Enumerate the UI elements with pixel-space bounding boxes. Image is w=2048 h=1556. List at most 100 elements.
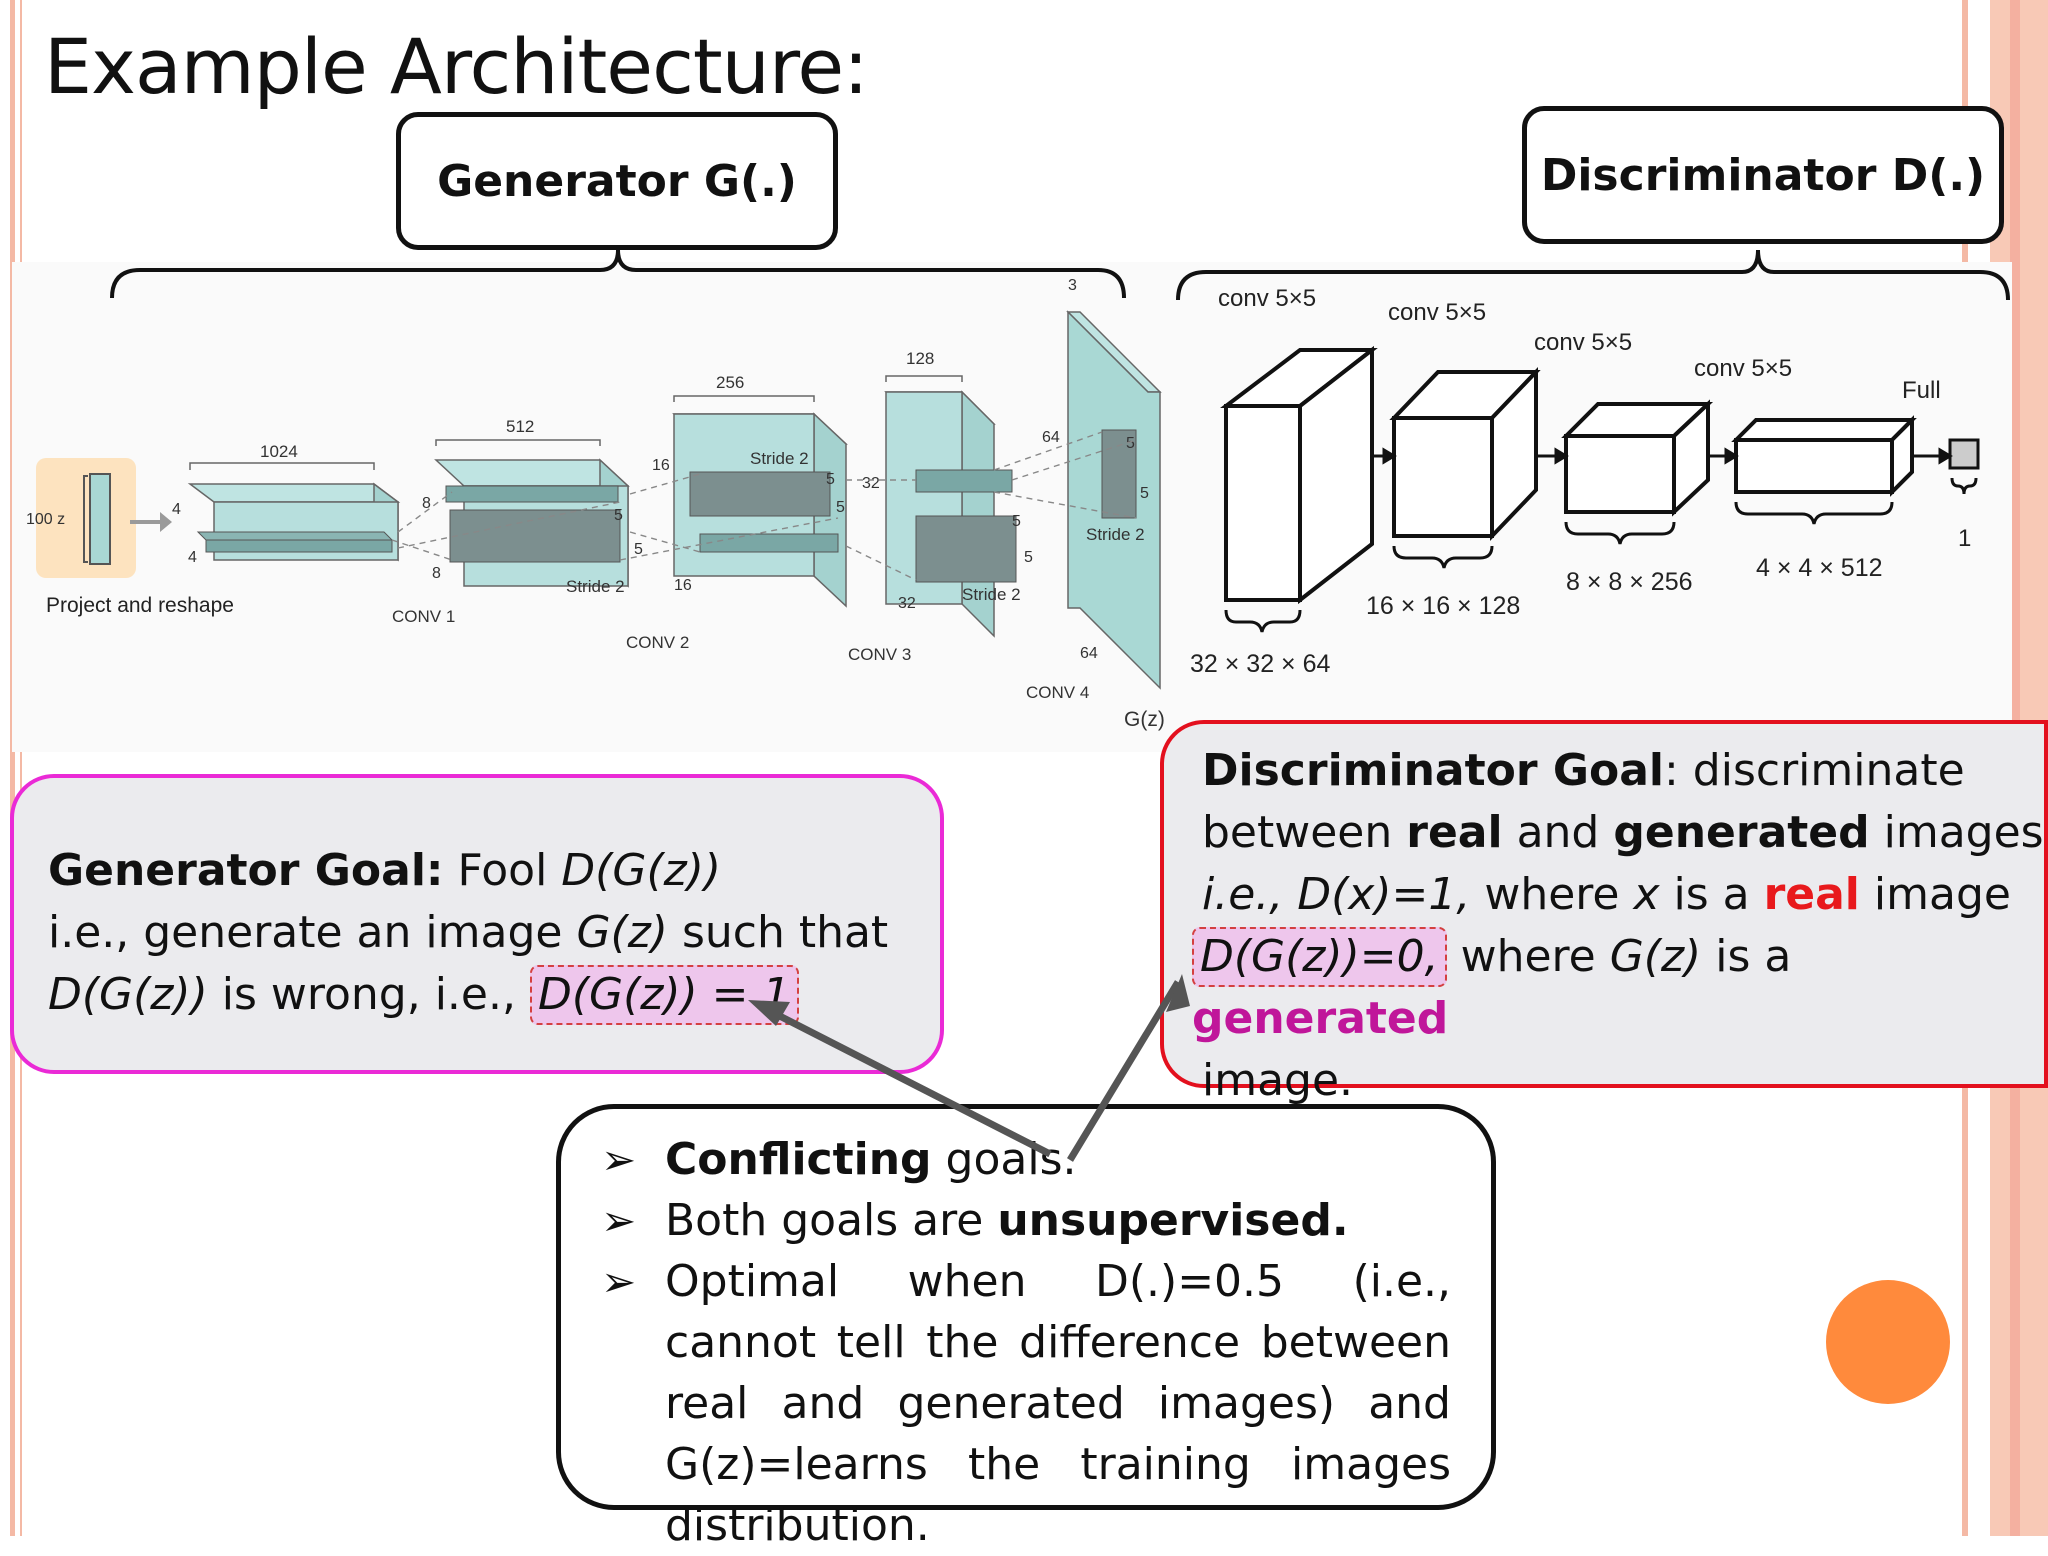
c1-a: 4 — [172, 501, 181, 518]
out-b: 64 — [1080, 645, 1098, 662]
disc-block-3 — [1561, 399, 1714, 517]
disc-arrows — [1372, 447, 1953, 465]
left-stripe — [10, 0, 15, 1536]
c3-k1: 5 — [826, 471, 835, 488]
disc-goal-line2: between real and generated images — [1202, 802, 2044, 864]
disc-goal-heading: Discriminator Goal — [1202, 745, 1664, 796]
gen-goal-text: Fool — [443, 845, 562, 896]
c4-a: 32 — [862, 475, 880, 492]
disc-full-label: Full — [1902, 377, 1941, 404]
disc-goal-line3: i.e., D(x)=1, where x is a real image — [1202, 864, 2044, 926]
gen-goal-heading: Generator Goal: — [48, 845, 444, 896]
discriminator-brace — [1176, 249, 2010, 301]
disc-goal-text: between — [1202, 807, 1407, 858]
conv1-label: CONV 1 — [392, 607, 455, 626]
conv4-label: CONV 4 — [1026, 683, 1089, 702]
disc-goal-generated: generated — [1192, 993, 1449, 1044]
bullet-3-text: Optimal when D(.)=0.5 (i.e., cannot tell… — [665, 1256, 1451, 1551]
conv3-block — [672, 412, 848, 608]
disc-goal-line4: D(G(z))=0, where G(z) is a generated — [1192, 926, 2044, 1050]
out-k1: 5 — [1126, 435, 1135, 452]
bullet-1: ➢ Conflicting goals. — [601, 1129, 1451, 1190]
disc-goal-text: is a — [1659, 869, 1764, 920]
conv1-block — [187, 482, 401, 562]
disc-goal-text: is a — [1701, 931, 1792, 982]
out-k2: 5 — [1140, 485, 1149, 502]
c4-b: 32 — [898, 595, 916, 612]
generator-brace — [110, 249, 1126, 299]
c1-b: 4 — [188, 549, 197, 566]
conv4-block — [884, 390, 1017, 638]
disc-goal-formula: x — [1633, 869, 1660, 920]
c4-k1: 5 — [1012, 513, 1021, 530]
c2-a: 8 — [422, 495, 431, 512]
c2-k2: 5 — [634, 541, 643, 558]
disc-goal-formula: G(z) — [1609, 931, 1702, 982]
disc-output-size: 1 — [1958, 525, 1971, 552]
generator-label: Generator G(.) — [437, 155, 797, 207]
disc-goal-text: where — [1470, 869, 1634, 920]
slide-title: Example Architecture: — [44, 22, 869, 111]
discriminator-label-box: Discriminator D(.) — [1522, 106, 2004, 244]
discriminator-goal-box: Discriminator Goal: discriminate between… — [1160, 720, 2048, 1106]
disc-block-4 — [1731, 415, 1917, 497]
bullet-2-bold: unsupervised. — [997, 1195, 1349, 1246]
disc-conv-label-2: conv 5×5 — [1388, 299, 1486, 326]
c4-depth: 128 — [906, 349, 934, 368]
c1-depth: 1024 — [260, 442, 298, 461]
decorative-dot — [1826, 1280, 1950, 1404]
out-a: 64 — [1042, 429, 1060, 446]
disc-goal-text: image — [1859, 869, 2011, 920]
gen-goal-highlight: D(G(z)) = 1 — [529, 965, 799, 1025]
disc-block-1 — [1220, 345, 1378, 605]
c2-b: 8 — [432, 565, 441, 582]
gen-goal-text: such that — [667, 907, 889, 958]
generator-goal-box: Generator Goal: Fool D(G(z)) i.e., gener… — [10, 774, 944, 1074]
bullet-1-bold: Conflicting — [665, 1134, 932, 1185]
c2-stride: Stride 2 — [566, 577, 625, 596]
gen-goal-line3: D(G(z)) is wrong, i.e., D(G(z)) = 1 — [48, 964, 940, 1026]
disc-size-1: 32 × 32 × 64 — [1190, 650, 1331, 678]
c4-stride: Stride 2 — [962, 585, 1021, 604]
disc-output-node — [1948, 438, 1980, 470]
z-input-label: 100 z — [26, 511, 65, 528]
bullet-arrow-icon: ➢ — [601, 1196, 637, 1245]
c4-k2: 5 — [1024, 549, 1033, 566]
c3-a: 16 — [652, 457, 670, 474]
z-arrow — [130, 512, 172, 532]
architecture-diagram: 100 z Project and reshape 1024 4 4 CONV … — [12, 249, 2012, 752]
gen-goal-text: is wrong, i.e., — [207, 969, 530, 1020]
bullet-1-text: goals. — [931, 1134, 1077, 1185]
disc-goal-line5: image. — [1202, 1055, 1354, 1106]
bullet-2: ➢ Both goals are unsupervised. — [601, 1190, 1451, 1251]
conv2-label: CONV 2 — [626, 633, 689, 652]
gen-goal-line1: Generator Goal: Fool D(G(z)) — [48, 840, 940, 902]
disc-conv-label-3: conv 5×5 — [1534, 329, 1632, 356]
arrow-to-generator — [762, 1004, 1052, 1158]
disc-goal-line1: Discriminator Goal: discriminate — [1202, 740, 2044, 802]
bullet-3: ➢ Optimal when D(.)=0.5 (i.e., cannot te… — [601, 1251, 1451, 1556]
disc-conv-label-1: conv 5×5 — [1218, 285, 1316, 312]
disc-size-3: 8 × 8 × 256 — [1566, 568, 1693, 596]
disc-size-braces — [1224, 477, 1978, 633]
disc-goal-bold: real — [1406, 807, 1503, 858]
generator-label-box: Generator G(.) — [396, 112, 838, 250]
gen-goal-formula: D(G(z)) — [48, 969, 208, 1020]
disc-goal-real: real — [1763, 869, 1860, 920]
disc-size-4: 4 × 4 × 512 — [1756, 554, 1883, 582]
disc-goal-text: and — [1502, 807, 1614, 858]
c3-k2: 5 — [836, 499, 845, 516]
bullet-arrow-icon: ➢ — [601, 1257, 637, 1306]
bullet-arrow-icon: ➢ — [601, 1135, 637, 1184]
bullet-2-text: Both goals are — [665, 1195, 998, 1246]
disc-block-2 — [1389, 367, 1541, 541]
discriminator-label: Discriminator D(.) — [1540, 149, 1986, 201]
arrowhead-discriminator — [1166, 974, 1190, 1012]
projection-lines — [391, 431, 1137, 581]
gz-label: G(z) — [1124, 708, 1165, 731]
c3-stride: Stride 2 — [750, 449, 809, 468]
arrow-to-discriminator — [1067, 980, 1181, 1162]
gen-goal-formula: D(G(z)) — [561, 845, 722, 896]
z-bracket — [83, 475, 88, 563]
gen-goal-line2: i.e., generate an image G(z) such that — [48, 902, 940, 964]
